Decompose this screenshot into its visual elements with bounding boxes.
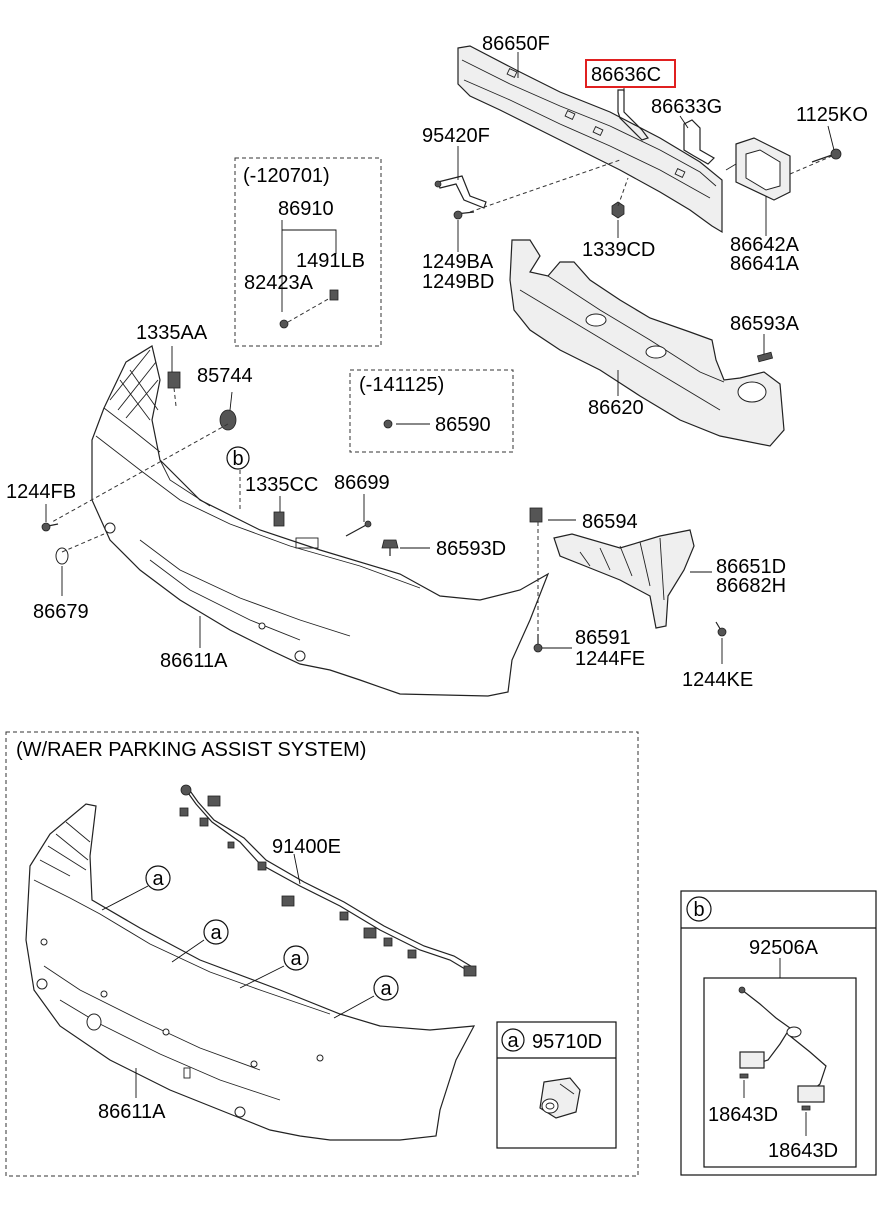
label-85744: 85744 <box>197 365 253 387</box>
clip-1335aa <box>167 371 181 389</box>
callout-a-letter: a <box>152 868 164 890</box>
label-86642a: 86642A <box>730 234 800 256</box>
callout-a-1: a <box>101 865 171 911</box>
grommet-85744 <box>219 409 237 431</box>
inset-b-harness: b 92506A 18643D 18643D <box>680 890 877 1176</box>
label-86651d: 86651D <box>716 556 786 578</box>
bracket-86633g <box>683 119 715 165</box>
label-18643d-1: 18643D <box>708 1104 778 1126</box>
callout-a-2: a <box>171 919 229 963</box>
callout-a-3: a <box>239 945 309 989</box>
label-1244fb: 1244FB <box>6 481 76 503</box>
callout-a-letter: a <box>380 978 392 1000</box>
label-82423a: 82423A <box>244 272 314 294</box>
label-86594: 86594 <box>582 511 638 533</box>
bracket-95420f <box>434 175 487 209</box>
label-86611a: 86611A <box>160 650 228 672</box>
label-1339cd: 1339CD <box>582 239 655 261</box>
label-95420f: 95420F <box>422 125 490 147</box>
label-91400e: 91400E <box>272 836 341 858</box>
label-1335cc: 1335CC <box>245 474 318 496</box>
label-86590: 86590 <box>435 414 491 436</box>
label-date-120701: (-120701) <box>243 165 330 187</box>
nut-1339cd <box>611 201 625 219</box>
highlight-86636c <box>585 59 676 88</box>
parking-sensor-wiring-harness <box>179 784 477 977</box>
callout-b-letter: b <box>232 448 243 470</box>
label-1249bd: 1249BD <box>422 271 494 293</box>
bumper-cover-with-sensors <box>25 803 476 1141</box>
label-86910: 86910 <box>278 198 334 220</box>
callout-b-main: b <box>226 446 250 470</box>
bumper-cover-86611a <box>91 345 550 697</box>
tow-hook-cover-frame <box>725 137 791 201</box>
leader-91400e <box>293 853 301 885</box>
leader-lines <box>45 52 835 664</box>
bolt-86699 <box>345 520 372 537</box>
screw-86591 <box>533 634 543 653</box>
label-1244ke: 1244KE <box>682 669 753 691</box>
callout-a-letter: a <box>290 948 302 970</box>
label-86633g: 86633G <box>651 96 722 118</box>
label-1249ba: 1249BA <box>422 251 494 273</box>
clip-86593a <box>756 351 774 363</box>
cap-86679 <box>55 547 69 565</box>
label-1244fe: 1244FE <box>575 648 645 670</box>
label-86593a: 86593A <box>730 313 800 335</box>
label-86611a-lower: 86611A <box>98 1101 166 1123</box>
inset-a-sensor: a 95710D <box>496 1021 617 1149</box>
callout-a-4: a <box>333 975 399 1019</box>
label-86591: 86591 <box>575 627 631 649</box>
variant-box-141125 <box>349 369 514 453</box>
side-bracket-86651d <box>553 529 695 629</box>
clip-1335cc <box>273 511 285 527</box>
label-86620: 86620 <box>588 397 644 419</box>
bracket-86636c <box>617 89 649 141</box>
label-86650f: 86650F <box>482 33 550 55</box>
parking-assist-section-title: (W/RAER PARKING ASSIST SYSTEM) <box>16 739 366 761</box>
screw-1249ba <box>453 210 475 220</box>
label-86682h: 86682H <box>716 575 786 597</box>
energy-absorber <box>509 239 785 447</box>
label-86699: 86699 <box>334 472 390 494</box>
label-1335aa: 1335AA <box>136 322 208 344</box>
bumper-reinforcement-beam <box>457 45 723 234</box>
label-95710d: 95710D <box>532 1031 602 1053</box>
inset-b-letter: b <box>693 899 704 921</box>
callout-a-letter: a <box>210 922 222 944</box>
label-86636c: 86636C <box>591 64 661 86</box>
label-1125ko: 1125KO <box>796 104 868 126</box>
parking-assist-section-box <box>5 731 639 1177</box>
screw-1244ke <box>715 621 727 637</box>
clip-86594 <box>529 507 543 523</box>
label-86641a: 86641A <box>730 253 800 275</box>
label-92506a: 92506A <box>749 937 819 959</box>
variant-box-120701 <box>234 157 382 347</box>
license-lamp-harness-icon <box>738 986 827 1111</box>
inset-a-letter: a <box>507 1030 519 1052</box>
parking-sensor-icon <box>539 1077 581 1119</box>
clip-86593d <box>381 539 399 556</box>
label-1491lb: 1491LB <box>296 250 365 272</box>
label-86593d: 86593D <box>436 538 506 560</box>
bolt-1125ko <box>811 148 842 163</box>
label-date-141125: (-141125) <box>359 374 444 396</box>
screw-1244fb <box>41 522 59 532</box>
label-86679: 86679 <box>33 601 89 623</box>
label-18643d-2: 18643D <box>768 1140 838 1162</box>
